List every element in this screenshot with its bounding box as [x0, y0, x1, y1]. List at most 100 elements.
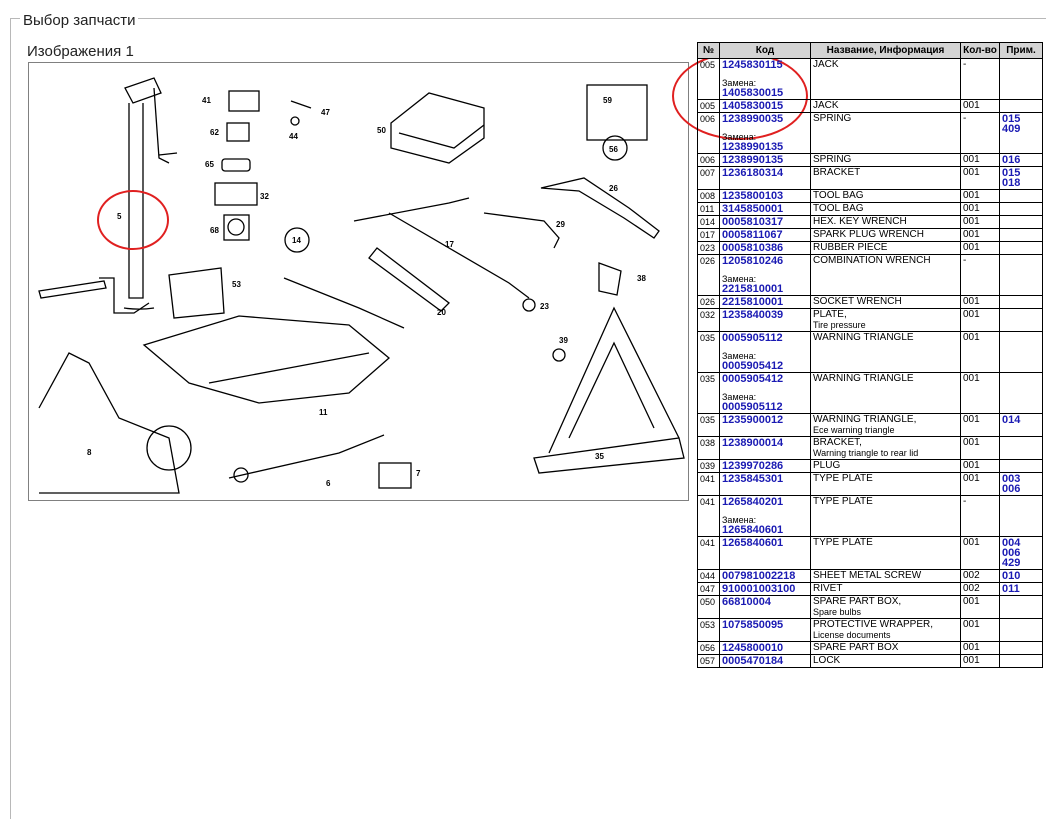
part-code-link[interactable]: 1075850095	[722, 619, 784, 631]
note-cell[interactable]	[999, 641, 1043, 655]
part-code-link[interactable]: 0005811067	[722, 229, 783, 241]
note-cell[interactable]	[999, 495, 1043, 537]
diagram-label[interactable]: 20	[437, 308, 446, 317]
column-header-qty[interactable]: Кол-во	[960, 42, 1000, 59]
replacement-code-link[interactable]: 0005905112	[722, 401, 783, 413]
note-cell[interactable]	[999, 99, 1043, 113]
note-cell[interactable]: 003 006	[999, 472, 1043, 496]
note-cell[interactable]	[999, 331, 1043, 373]
diagram-label[interactable]: 14	[292, 236, 301, 245]
diagram-label[interactable]: 17	[445, 240, 454, 249]
part-code-link[interactable]: 1245800010	[722, 642, 784, 654]
diagram-label[interactable]: 38	[637, 274, 646, 283]
column-header-name[interactable]: Название, Информация	[810, 42, 961, 59]
part-code-link[interactable]: 0005905412	[722, 373, 784, 385]
diagram-label[interactable]: 53	[232, 280, 241, 289]
note-cell[interactable]	[999, 595, 1043, 619]
part-code-link[interactable]: 0005810386	[722, 242, 784, 254]
note-cell[interactable]: 015 409	[999, 112, 1043, 154]
part-code-link[interactable]: 2215810001	[722, 296, 784, 308]
diagram-label[interactable]: 44	[289, 132, 298, 141]
note-cell[interactable]	[999, 241, 1043, 255]
diagram-label[interactable]: 11	[319, 408, 328, 417]
diagram-label[interactable]: 6	[326, 479, 331, 488]
part-code-link[interactable]: 0005905112	[722, 332, 783, 344]
part-code-link[interactable]: 1205810246	[722, 255, 784, 267]
column-header-code[interactable]: Код	[719, 42, 811, 59]
part-code-link[interactable]: 007981002218	[722, 570, 796, 582]
note-cell[interactable]: 011	[999, 582, 1043, 596]
part-code-link[interactable]: 1405830015	[722, 100, 784, 112]
note-cell[interactable]	[999, 295, 1043, 309]
part-code-link[interactable]: 1265840201	[722, 496, 784, 508]
note-cell[interactable]	[999, 459, 1043, 473]
diagram-label[interactable]: 65	[205, 160, 214, 169]
note-cell[interactable]: 010	[999, 569, 1043, 583]
diagram-label[interactable]: 59	[603, 96, 612, 105]
note-cell[interactable]	[999, 228, 1043, 242]
part-code-link[interactable]: 1245830115	[722, 59, 783, 71]
replacement-code-link[interactable]: 1265840601	[722, 524, 784, 536]
note-cell[interactable]	[999, 618, 1043, 642]
note-cell[interactable]: 014	[999, 413, 1043, 437]
diagram-label[interactable]: 35	[595, 452, 604, 461]
replacement-code-link[interactable]: 1238990135	[722, 141, 784, 153]
note-cell[interactable]	[999, 189, 1043, 203]
diagram-label[interactable]: 56	[609, 145, 618, 154]
diagram-label[interactable]: 5	[117, 212, 122, 221]
note-cell[interactable]	[999, 372, 1043, 414]
diagram-label[interactable]: 32	[260, 192, 269, 201]
diagram-label[interactable]: 23	[540, 302, 549, 311]
part-code-link[interactable]: 66810004	[722, 596, 771, 608]
diagram-label[interactable]: 41	[202, 96, 211, 105]
note-cell[interactable]	[999, 254, 1043, 296]
note-cell[interactable]: 004 006 429	[999, 536, 1043, 570]
part-code-link[interactable]: 1238990035	[722, 113, 784, 125]
replacement-code-link[interactable]: 0005905412	[722, 360, 784, 372]
part-code-link[interactable]: 910001003100	[722, 583, 796, 595]
diagram-label[interactable]: 39	[559, 336, 568, 345]
note-cell[interactable]	[999, 654, 1043, 668]
replacement-code-link[interactable]: 2215810001	[722, 283, 784, 295]
note-cell[interactable]: 016	[999, 153, 1043, 167]
diagram-label[interactable]: 47	[321, 108, 330, 117]
diagram-label[interactable]: 50	[377, 126, 386, 135]
column-header-pos[interactable]: №	[697, 42, 720, 59]
diagram-label[interactable]: 62	[210, 128, 219, 137]
part-code-link[interactable]: 0005810317	[722, 216, 784, 228]
part-code-link[interactable]: 1236180314	[722, 167, 784, 179]
diagram-label[interactable]: 29	[556, 220, 565, 229]
part-code-link[interactable]: 1265840601	[722, 537, 784, 549]
note-cell[interactable]	[999, 436, 1043, 460]
diagram-label[interactable]: 68	[210, 226, 219, 235]
part-code-link[interactable]: 1235800103	[722, 190, 784, 202]
part-code-link[interactable]: 3145850001	[722, 203, 784, 215]
part-code-link[interactable]: 0005470184	[722, 655, 784, 667]
column-header-note[interactable]: Прим.	[999, 42, 1043, 59]
part-code-link[interactable]: 1238900014	[722, 437, 784, 449]
note-cell[interactable]	[999, 308, 1043, 332]
